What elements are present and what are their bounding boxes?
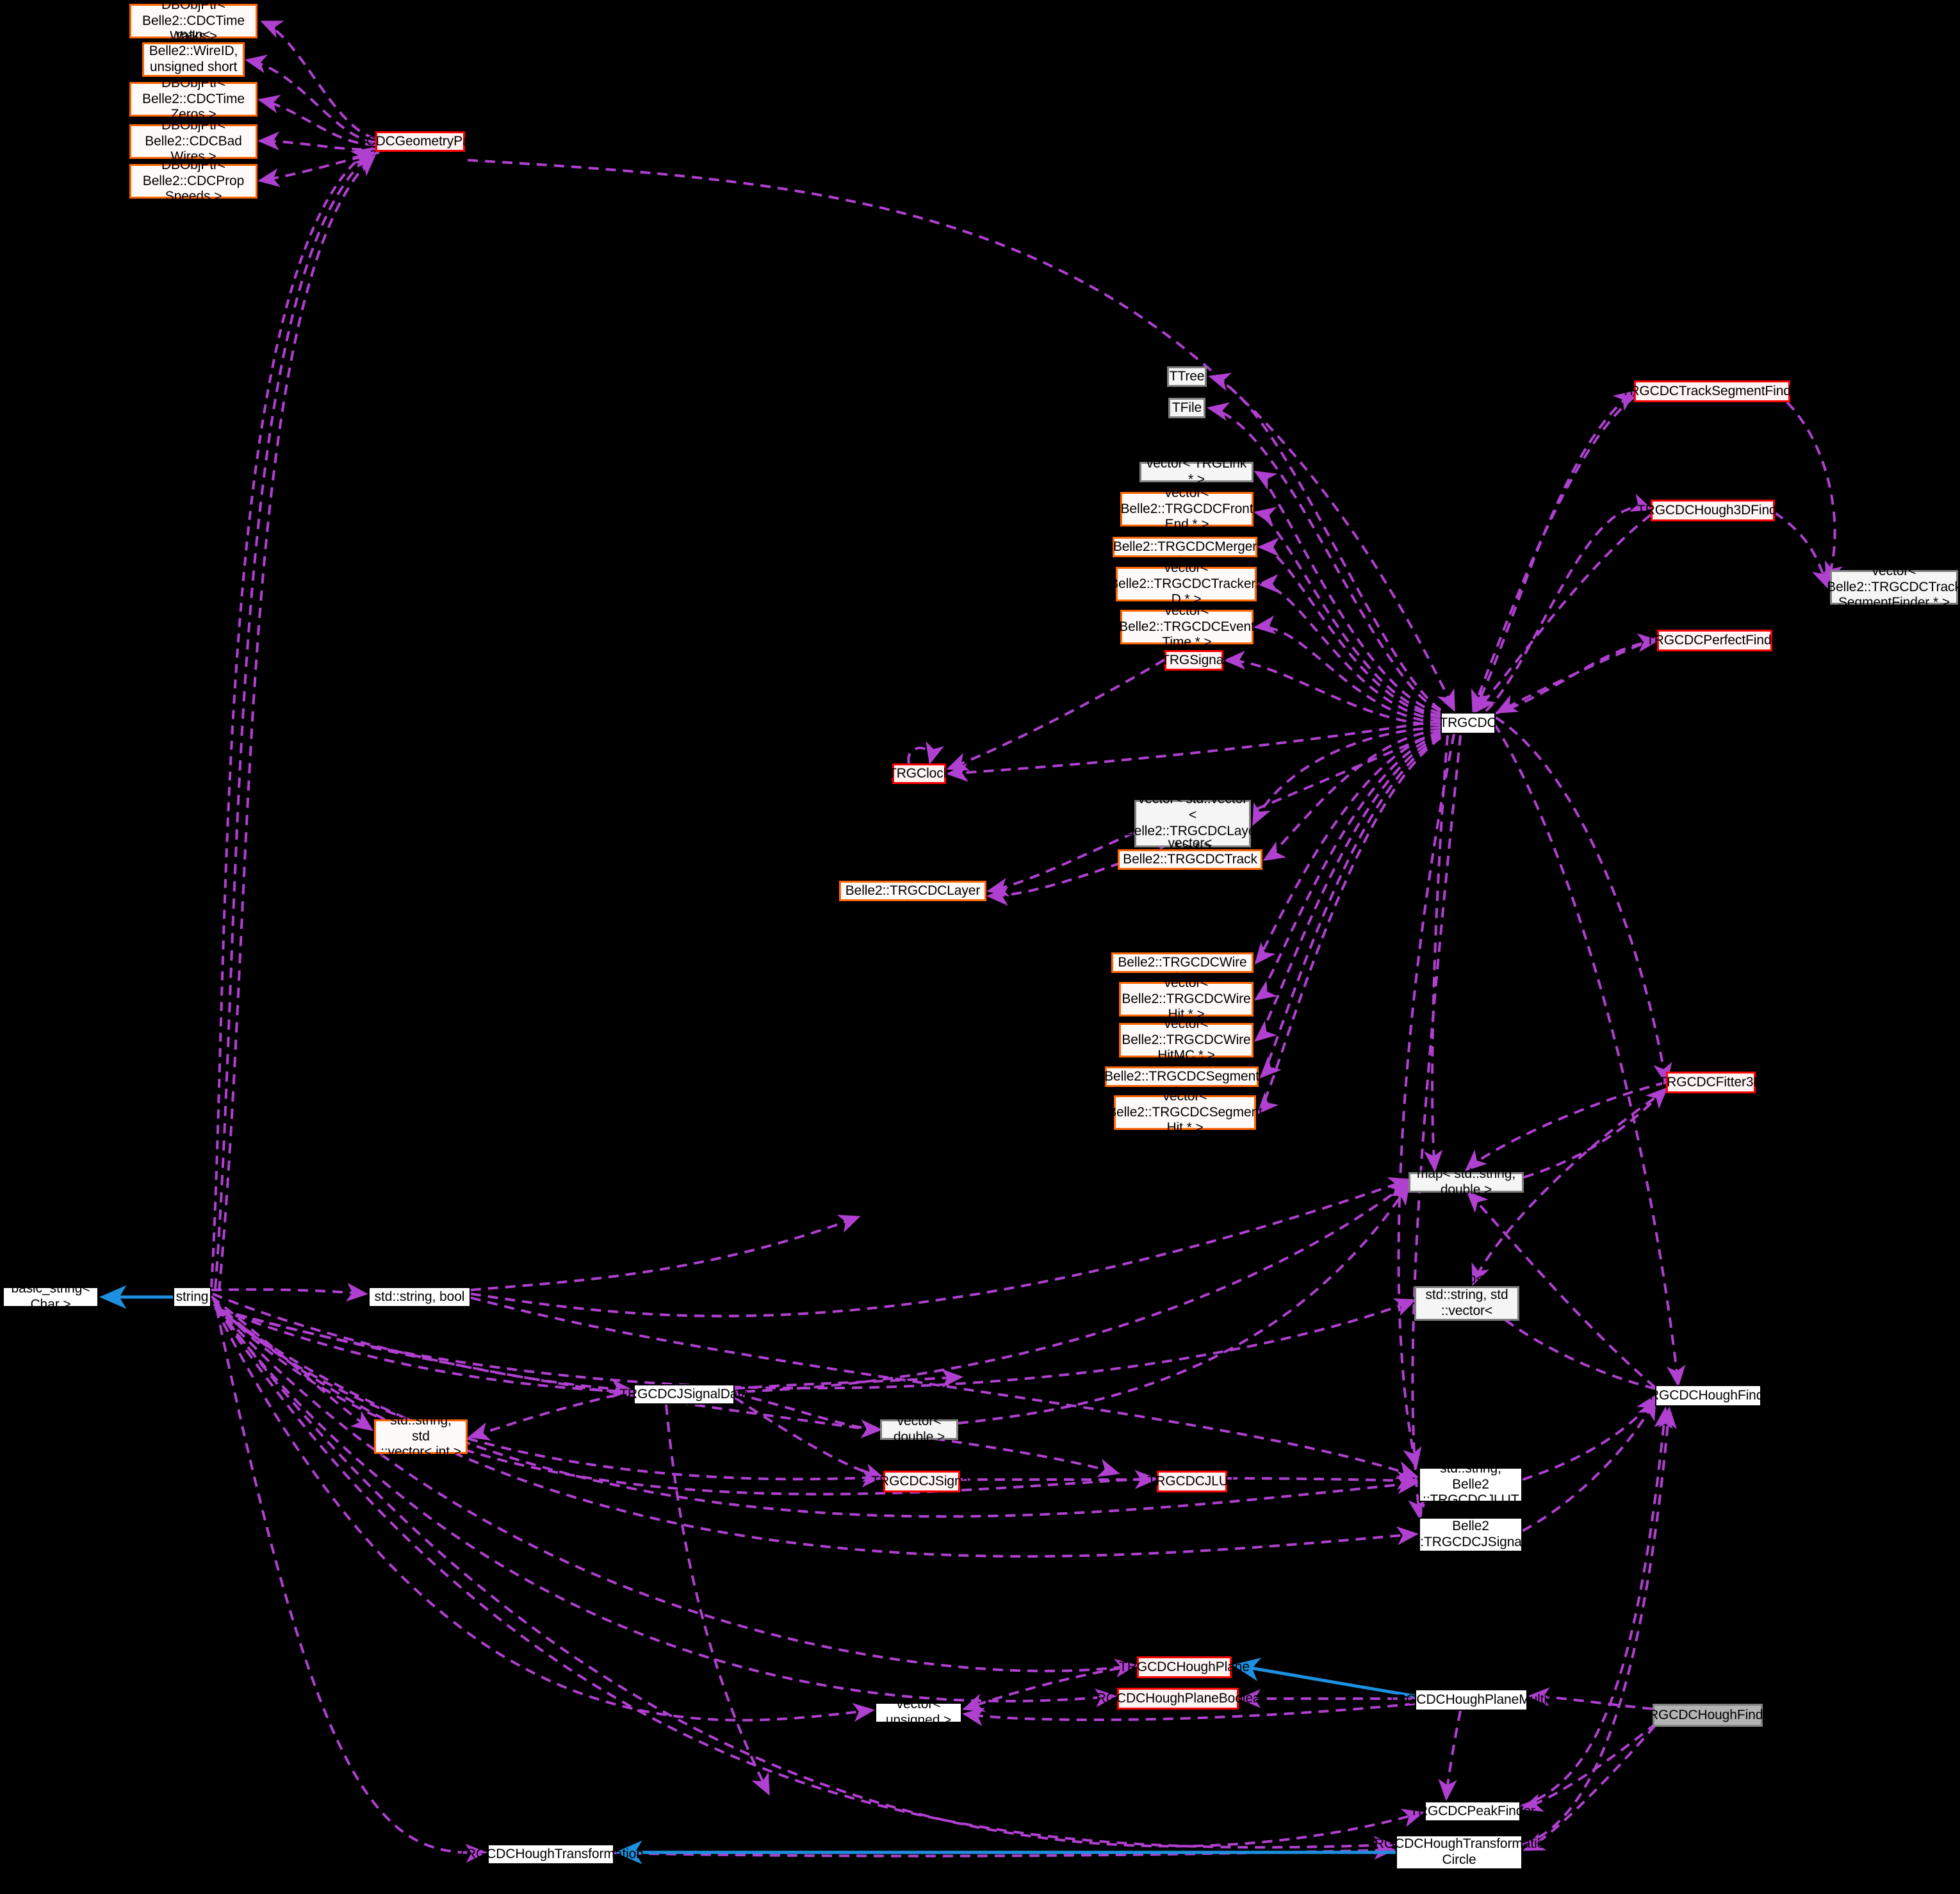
- graph-node-trgclock[interactable]: TRGClock: [888, 763, 950, 784]
- graph-node-dbobjptr_cdctimezeros[interactable]: DBObjPtr< Belle2::CDCTime Zeros >: [129, 76, 257, 122]
- graph-node-vector_wirehitmc[interactable]: vector< Belle2::TRGCDCWire HitMC * >: [1119, 1016, 1254, 1063]
- graph-node-map_string_jlut[interactable]: map< std::string, Belle2 ::TRGCDCJLUT * …: [1419, 1445, 1523, 1523]
- graph-node-houghplanemulti2[interactable]: TRGCDCHoughPlaneMulti2: [1388, 1689, 1555, 1711]
- graph-node-tfile[interactable]: TFile: [1168, 398, 1205, 418]
- graph-node-ttree[interactable]: TTree: [1167, 366, 1207, 387]
- graph-node-fitter3d[interactable]: TRGCDCFitter3D: [1658, 1072, 1763, 1093]
- graph-node-dbobjptr_cdcbadwires[interactable]: DBObjPtr< Belle2::CDCBad Wires >: [129, 118, 257, 164]
- graph-node-map_string_jsignal[interactable]: map< std::string, Belle2 ::TRGCDCJSignal…: [1416, 1503, 1525, 1565]
- graph-node-houghplane[interactable]: TRGCDCHoughPlane: [1119, 1656, 1250, 1678]
- graph-node-houghfinder_focus[interactable]: TRGCDCHoughFinder: [1640, 1704, 1775, 1727]
- graph-node-jsignal[interactable]: TRGCDCJSignal: [871, 1471, 972, 1492]
- graph-node-basic_string[interactable]: basic_string< Char >: [3, 1281, 99, 1312]
- graph-node-vector_double[interactable]: vector< double >: [880, 1414, 958, 1444]
- graph-node-vector_eventtime[interactable]: vector< Belle2::TRGCDCEvent Time * >: [1119, 603, 1255, 650]
- graph-node-houghtransformationcircle[interactable]: TRGCDCHoughTransformation Circle: [1366, 1835, 1552, 1870]
- graph-node-vector_tsf[interactable]: vector< Belle2::TRGCDCTrack SegmentFinde…: [1827, 563, 1960, 610]
- graph-node-map_string_bool[interactable]: map< std::string, bool >: [368, 1273, 471, 1319]
- usage-edges: [210, 20, 1843, 1863]
- graph-node-map_string_double[interactable]: map< std::string, double >: [1409, 1166, 1524, 1197]
- graph-node-map_wireid_ushort[interactable]: map< Belle2::WireID, unsigned short >: [142, 28, 245, 90]
- graph-node-vector_tracker2d[interactable]: vector< Belle2::TRGCDCTracker2 D * >: [1109, 560, 1263, 607]
- graph-node-vector_merger[interactable]: vector< Belle2::TRGCDCMerger * >: [1113, 523, 1257, 570]
- graph-node-houghtransformation[interactable]: TRGCDCHoughTransformation: [458, 1844, 644, 1865]
- graph-node-tsf[interactable]: TRGCDCTrackSegmentFinder: [1622, 380, 1802, 402]
- graph-node-vector_wirehit[interactable]: vector< Belle2::TRGCDCWire Hit * >: [1119, 976, 1254, 1022]
- graph-node-vector_vector_layer[interactable]: vector< std::vector < Belle2::TRGCDCLaye…: [1125, 792, 1261, 854]
- graph-node-trgsignal[interactable]: TRGSignal: [1161, 650, 1227, 671]
- graph-node-vector_wire[interactable]: vector< Belle2::TRGCDCWire * >: [1111, 939, 1254, 985]
- graph-node-peakfinder[interactable]: TRGCDCPeakFinder: [1410, 1801, 1535, 1822]
- graph-node-vector_unsigned[interactable]: vector< unsigned >: [875, 1697, 962, 1727]
- graph-node-jsignaldata[interactable]: TRGCDCJSignalData: [619, 1384, 749, 1405]
- graph-node-vector_segment[interactable]: vector< Belle2::TRGCDCSegment * >: [1104, 1052, 1259, 1100]
- graph-node-string[interactable]: string: [173, 1287, 211, 1307]
- graph-node-hough3d[interactable]: TRGCDCHough3DFinder: [1637, 500, 1788, 521]
- graph-node-jlut[interactable]: TRGCDCJLUT: [1148, 1471, 1237, 1492]
- graph-node-vector_segmenthit[interactable]: vector< Belle2::TRGCDCSegment Hit * >: [1107, 1088, 1262, 1136]
- graph-node-perfectfinder[interactable]: TRGCDCPerfectFinder: [1646, 630, 1783, 651]
- graph-node-trgcdc[interactable]: TRGCDC: [1439, 712, 1497, 734]
- graph-node-dbobjptr_cdcpropspeeds[interactable]: DBObjPtr< Belle2::CDCProp Speeds >: [129, 158, 257, 204]
- graph-node-vector_layer[interactable]: vector< Belle2::TRGCDCLayer * >: [839, 867, 986, 913]
- graph-node-dbobjptr_cdctimewalks[interactable]: DBObjPtr< Belle2::CDCTime Walks >: [129, 0, 257, 44]
- graph-node-houghfinder_right[interactable]: TRGCDCHoughFinder: [1641, 1385, 1776, 1407]
- graph-node-map_string_vecint[interactable]: map< std::string, std ::vector< int > >: [374, 1397, 468, 1475]
- graph-node-map_string_vecdouble[interactable]: map< std::string, std ::vector< double >…: [1414, 1271, 1519, 1334]
- graph-node-cdcgeometrypar[interactable]: CDCGeometryPar: [366, 131, 475, 152]
- graph-node-houghplaneboolean[interactable]: TRGCDCHoughPlaneBoolean: [1088, 1688, 1268, 1710]
- graph-node-vector_trglink[interactable]: vector< TRGLink * >: [1139, 456, 1254, 487]
- graph-node-vector_track[interactable]: vector< Belle2::TRGCDCTrack * >: [1118, 836, 1262, 882]
- graph-node-vector_frontend[interactable]: vector< Belle2::TRGCDCFront End * >: [1120, 485, 1254, 532]
- inheritance-edges: [99, 1285, 1416, 1865]
